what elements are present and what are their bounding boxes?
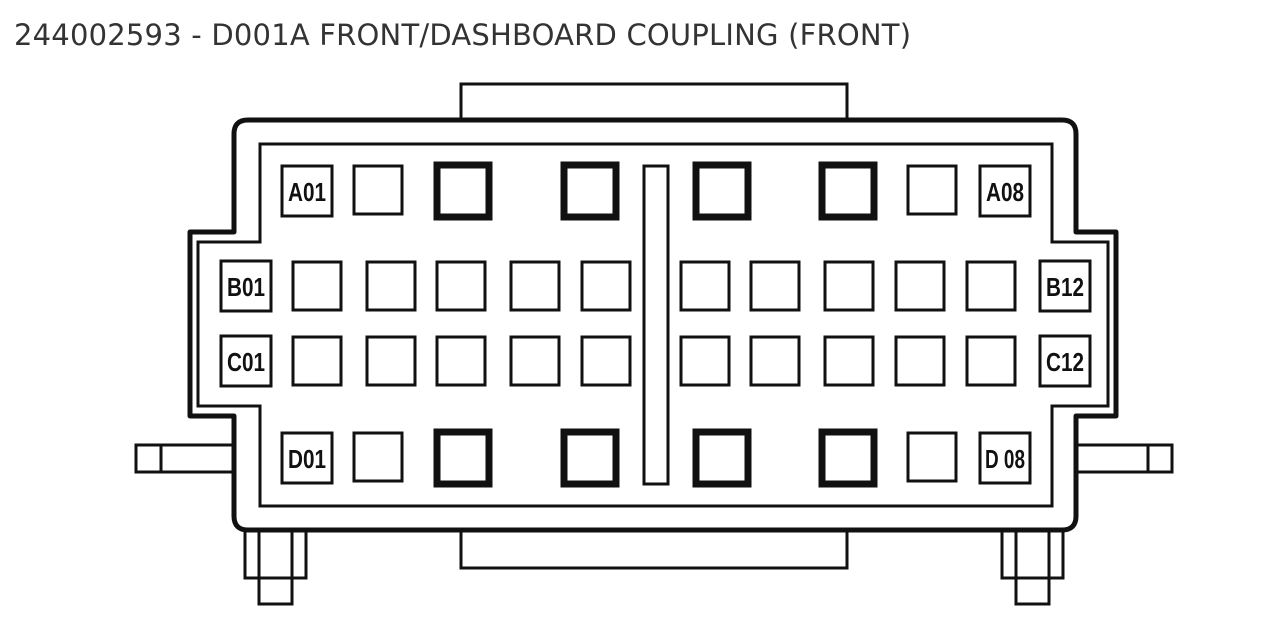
pin-cavity-b-10 — [894, 260, 946, 312]
svg-text:C01: C01 — [227, 347, 265, 377]
pin-cavity-b-11 — [965, 260, 1017, 312]
pin-cavity-c-5 — [509, 335, 561, 387]
svg-text:A01: A01 — [288, 177, 326, 207]
pin-cavity-c-11 — [965, 335, 1017, 387]
svg-text:C12: C12 — [1046, 347, 1084, 377]
svg-text:D 08: D 08 — [985, 444, 1025, 474]
top-latch-tab — [459, 82, 849, 124]
pin-cavity-b-3 — [365, 260, 417, 312]
pin-cavity-c-10 — [894, 335, 946, 387]
pin-cavity-b-5 — [509, 260, 561, 312]
svg-text:B01: B01 — [227, 272, 265, 302]
pin-label-b12: B12 — [1038, 259, 1092, 313]
pin-label-b01: B01 — [219, 259, 273, 313]
pin-cavity-d-3-power — [433, 428, 493, 488]
svg-text:B12: B12 — [1046, 272, 1084, 302]
right-mounting-pin — [1074, 443, 1174, 474]
center-divider-rib — [642, 164, 670, 486]
pin-cavity-b-8 — [749, 260, 801, 312]
pin-cavity-a-5-power — [692, 161, 752, 221]
pin-cavity-c-6 — [580, 335, 632, 387]
pin-cavity-a-4-power — [560, 161, 620, 221]
pin-cavity-b-4 — [435, 260, 487, 312]
pin-cavity-c-2 — [291, 335, 343, 387]
pin-label-a01: A01 — [280, 164, 334, 218]
pin-cavity-d-4-power — [560, 428, 620, 488]
pin-cavity-c-7 — [679, 335, 731, 387]
pin-cavity-b-6 — [580, 260, 632, 312]
pin-cavity-d-7 — [906, 431, 958, 483]
pin-cavity-a-6-power — [818, 161, 878, 221]
pin-cavity-c-9 — [823, 335, 875, 387]
pin-cavity-a-2 — [352, 164, 404, 216]
pin-cavity-b-7 — [679, 260, 731, 312]
pin-cavity-c-4 — [435, 335, 487, 387]
connector-inner-wall — [196, 142, 1110, 508]
pin-cavity-b-9 — [823, 260, 875, 312]
pin-label-d01: D01 — [280, 431, 334, 485]
pin-cavities — [291, 161, 1017, 488]
pin-label-d08: D 08 — [978, 431, 1032, 485]
left-mounting-pin — [134, 443, 238, 474]
svg-text:D01: D01 — [288, 444, 326, 474]
pin-cavity-d-5-power — [692, 428, 752, 488]
pin-label-c12: C12 — [1038, 334, 1092, 388]
pin-cavity-c-3 — [365, 335, 417, 387]
bottom-latch-tab — [459, 526, 849, 570]
pin-cavity-a-7 — [906, 164, 958, 216]
diagram-title: 244002593 - D001A FRONT/DASHBOARD COUPLI… — [14, 18, 912, 52]
svg-text:A08: A08 — [986, 177, 1024, 207]
right-mounting-foot — [1000, 528, 1065, 606]
pin-label-c01: C01 — [219, 334, 273, 388]
pin-cavity-a-3-power — [433, 161, 493, 221]
pin-cavity-d-6-power — [818, 428, 878, 488]
pin-label-a08: A08 — [978, 164, 1032, 218]
left-mounting-foot — [243, 528, 308, 606]
pin-cavity-c-8 — [749, 335, 801, 387]
pin-cavity-d-2 — [352, 431, 404, 483]
pin-cavity-b-2 — [291, 260, 343, 312]
